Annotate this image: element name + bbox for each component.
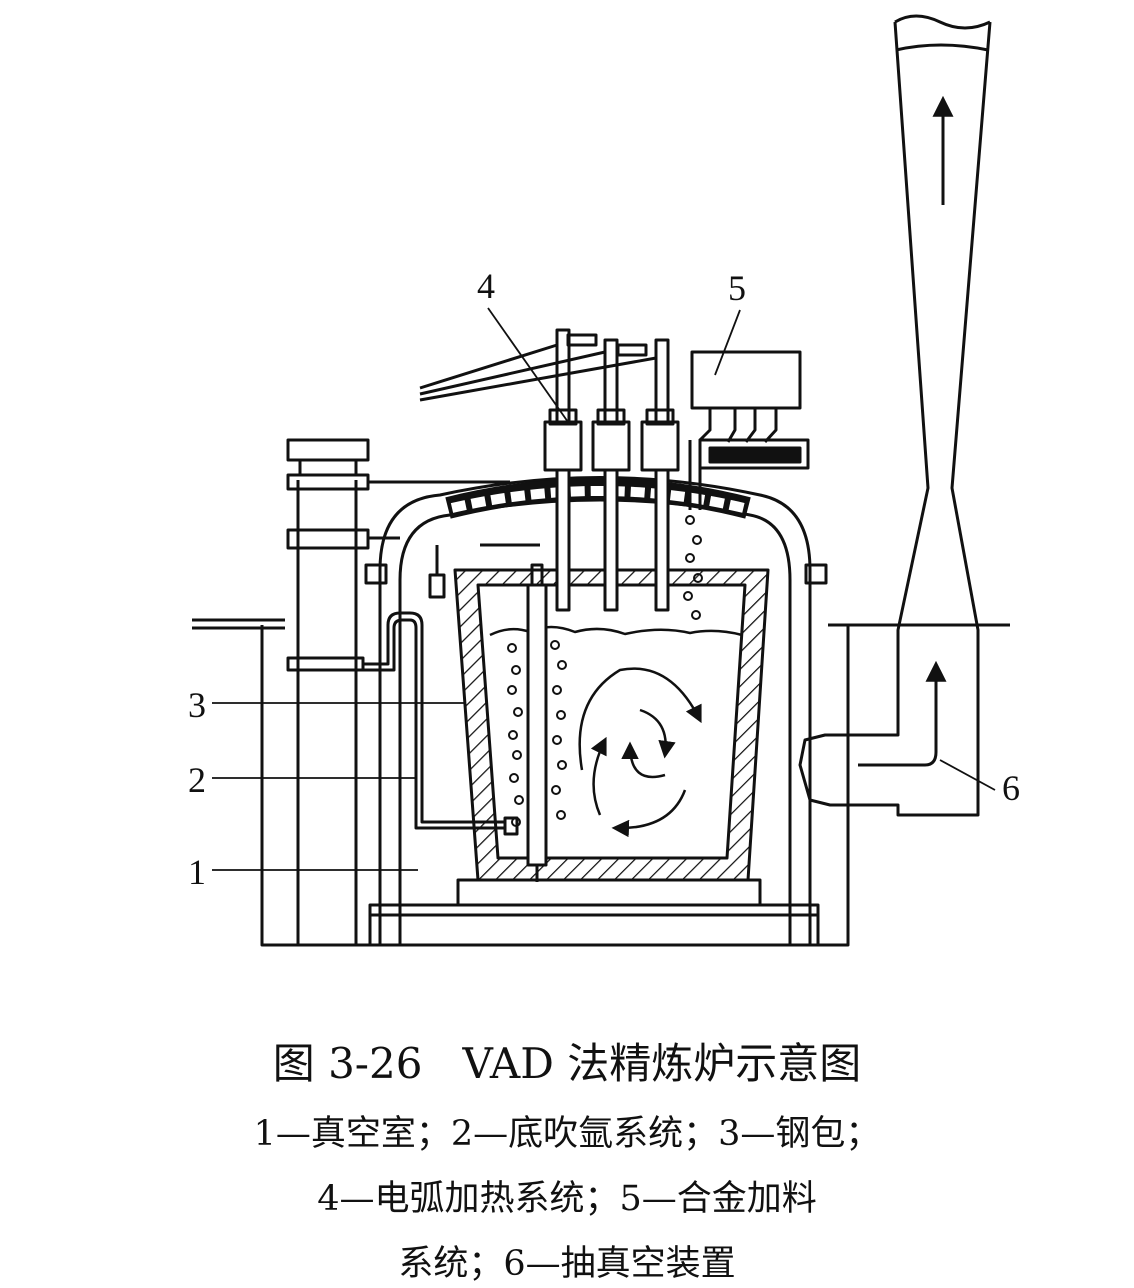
callout-5: 5 [728, 268, 746, 308]
legend-line-3: 系统；6—抽真空装置 [398, 1244, 736, 1284]
figure-caption-title: 图 3-26 VAD 法精炼炉示意图 [0, 1030, 1134, 1091]
argon-bubbles [507, 515, 703, 827]
figure-number: 图 3-26 [272, 1039, 423, 1088]
callout-4: 4 [477, 266, 495, 306]
roof-ring [445, 478, 751, 519]
argon-lance [526, 563, 548, 882]
callout-3: 3 [188, 685, 206, 725]
callout-1: 1 [188, 852, 206, 892]
support-frame [286, 438, 510, 945]
legend-line-1: 1—真空室；2—底吹氩系统；3—钢包； [253, 1114, 881, 1154]
figure-title: VAD 法精炼炉示意图 [462, 1039, 862, 1088]
callout-6: 6 [1002, 768, 1020, 808]
argon-pipe [363, 611, 519, 836]
vad-furnace-diagram: 1 2 3 4 5 6 [188, 14, 1020, 947]
vacuum-stack [798, 14, 992, 817]
vacuum-chamber [192, 476, 1010, 947]
legend-line-2: 4—电弧加热系统；5—合金加料 [317, 1179, 817, 1219]
leader-lines [212, 307, 996, 871]
callout-2: 2 [188, 760, 206, 800]
alloy-feeder [688, 350, 810, 510]
electrodes [419, 328, 680, 612]
ladle [428, 543, 770, 882]
flow-arrows [578, 667, 702, 838]
